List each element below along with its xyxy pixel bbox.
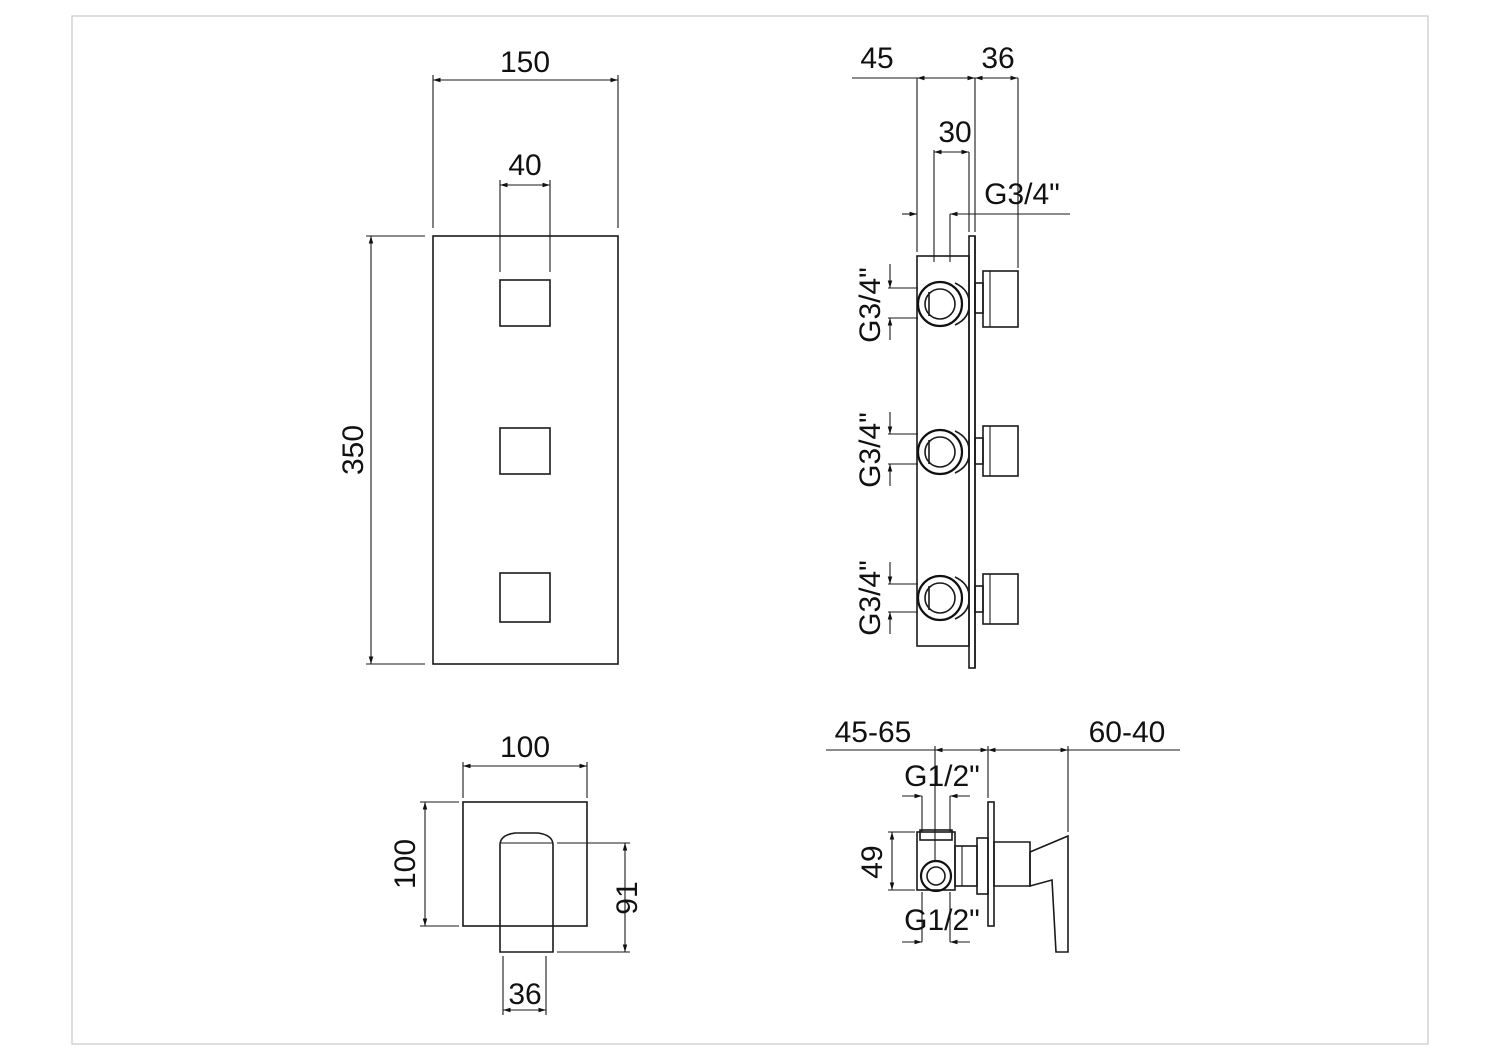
side-dim-36-label: 36 (981, 42, 1014, 75)
small-side-view: 45-65 60-40 G1/2" 49 G1/2" (826, 716, 1180, 953)
port-2-thread-label: G3/4" (854, 412, 887, 488)
side-wall-plate (968, 235, 976, 669)
side-dim-45-label: 45 (860, 42, 893, 75)
small-front-plate (462, 801, 588, 927)
small-front-width-label: 100 (500, 731, 550, 764)
front-knob-1 (499, 279, 551, 327)
small-front-height-label: 100 (389, 839, 422, 889)
side-dim-30-label: 30 (938, 116, 971, 149)
front-knob-width-label: 40 (508, 149, 541, 182)
small-side-wall-plate (987, 801, 995, 927)
small-side-lever (1029, 834, 1069, 953)
front-view: 150 40 350 (337, 46, 619, 665)
sheet-border (71, 15, 1429, 1045)
side-knob-1 (974, 270, 1019, 328)
small-front-view: 100 100 91 36 (389, 731, 644, 1015)
port-3-callout: G3/4" (854, 560, 918, 636)
small-front-lever-width-label: 36 (508, 978, 541, 1011)
small-front-lever-height-label: 91 (611, 881, 644, 914)
front-knob-3 (499, 572, 551, 623)
small-side-height-label: 49 (856, 845, 889, 878)
side-view: 45 36 30 G3/4" G3/4" G3/4" (852, 42, 1070, 669)
small-side-thread-bottom-label: G1/2" (904, 904, 980, 937)
port-1-thread-label: G3/4" (854, 267, 887, 343)
port-2-callout: G3/4" (854, 412, 918, 488)
side-port-2 (916, 428, 970, 476)
side-knob-2 (974, 425, 1019, 477)
small-front-lever (499, 832, 554, 953)
small-side-depth-label: 45-65 (835, 716, 912, 749)
side-port-3 (916, 574, 970, 622)
port-3-thread-label: G3/4" (854, 560, 887, 636)
side-port-1 (916, 280, 970, 328)
front-width-label: 150 (500, 46, 550, 79)
side-knob-3 (974, 573, 1019, 625)
side-thread-top-label: G3/4" (984, 178, 1060, 211)
small-side-port (919, 859, 953, 893)
small-side-thread-top-label: G1/2" (904, 760, 980, 793)
small-side-projection-label: 60-40 (1089, 716, 1166, 749)
front-knob-2 (499, 427, 551, 475)
front-height-label: 350 (337, 425, 370, 475)
front-plate (432, 235, 619, 665)
port-1-callout: G3/4" (854, 264, 918, 343)
